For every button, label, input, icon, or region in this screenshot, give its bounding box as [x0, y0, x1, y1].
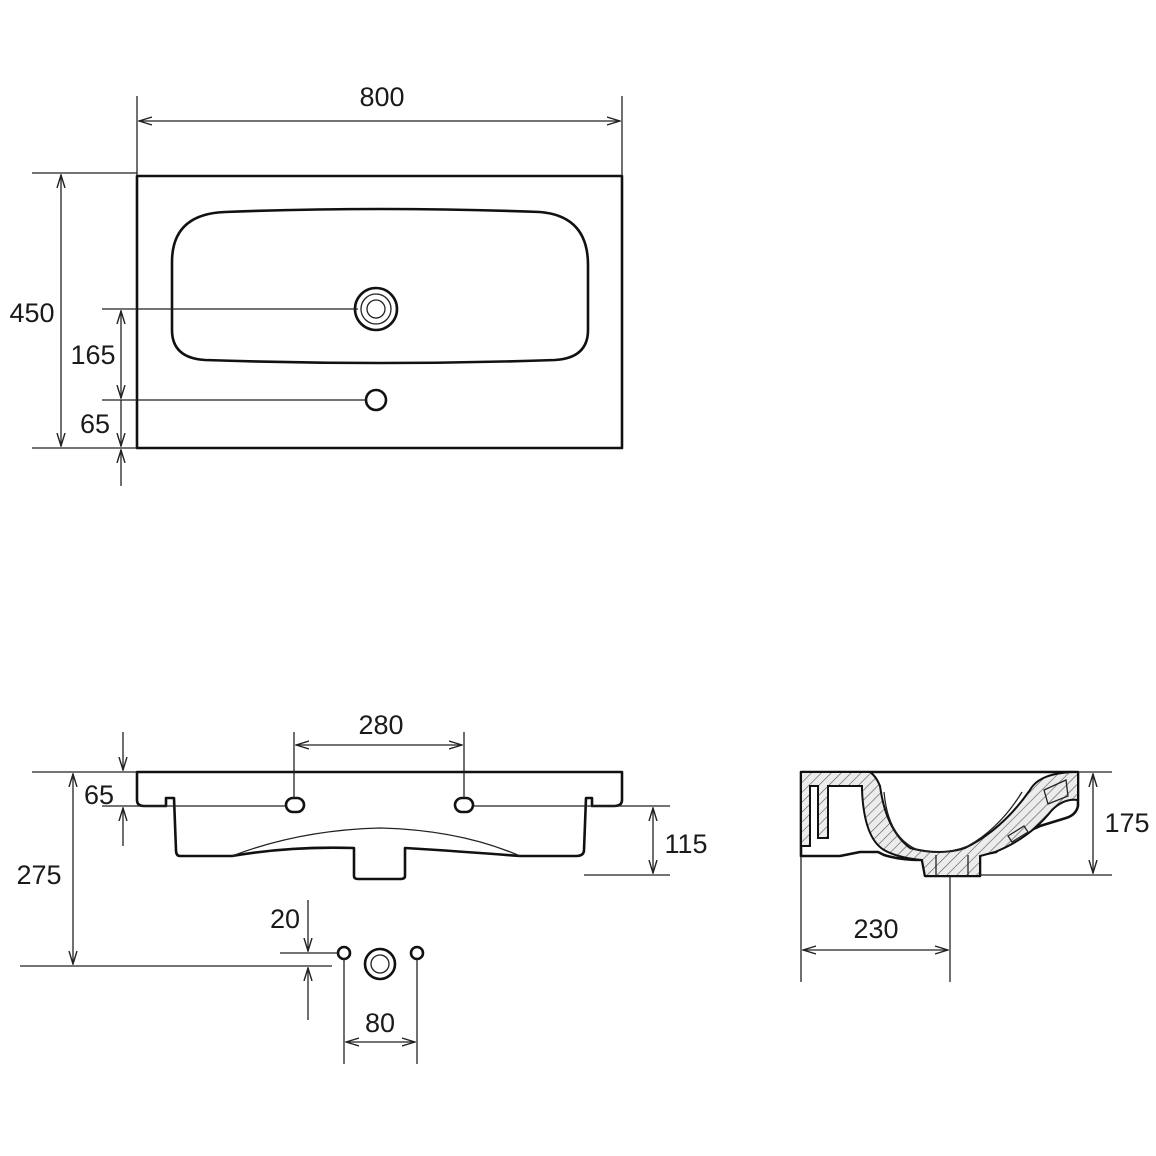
top-view: 800 450 165 65 [9, 82, 624, 486]
overflow-slot-left [284, 796, 306, 814]
fixing-spacing-label: 80 [365, 1008, 395, 1038]
basin-inner-curve [231, 827, 521, 857]
tap-hole-icon [364, 388, 388, 412]
front-view: 280 65 275 115 20 80 [16, 710, 708, 1064]
overflow-height-label: 65 [84, 780, 114, 810]
drain-icon [353, 286, 399, 332]
tap-spacing-label: 280 [358, 710, 403, 740]
side-height-label: 175 [1104, 808, 1149, 838]
fixing-hole-left-icon [336, 945, 352, 961]
drain-offset-label: 230 [853, 914, 898, 944]
basin-top-outline [135, 174, 624, 450]
side-section-hatch [800, 770, 1079, 877]
overflow-offset-label: 65 [80, 409, 110, 439]
width-label: 800 [359, 82, 404, 112]
waste-outlet-icon [363, 947, 397, 981]
side-view: 175 230 [799, 770, 1150, 982]
total-height-label: 275 [16, 860, 61, 890]
bowl-outline [170, 207, 590, 365]
overflow-slot-right [453, 796, 475, 814]
depth-label: 450 [9, 298, 54, 328]
fixing-hole-right-icon [409, 945, 425, 961]
fixing-offset-label: 20 [270, 904, 300, 934]
tap-offset-label: 165 [70, 340, 115, 370]
basin-front-outline [135, 770, 624, 881]
bowl-depth-label: 115 [664, 829, 707, 859]
